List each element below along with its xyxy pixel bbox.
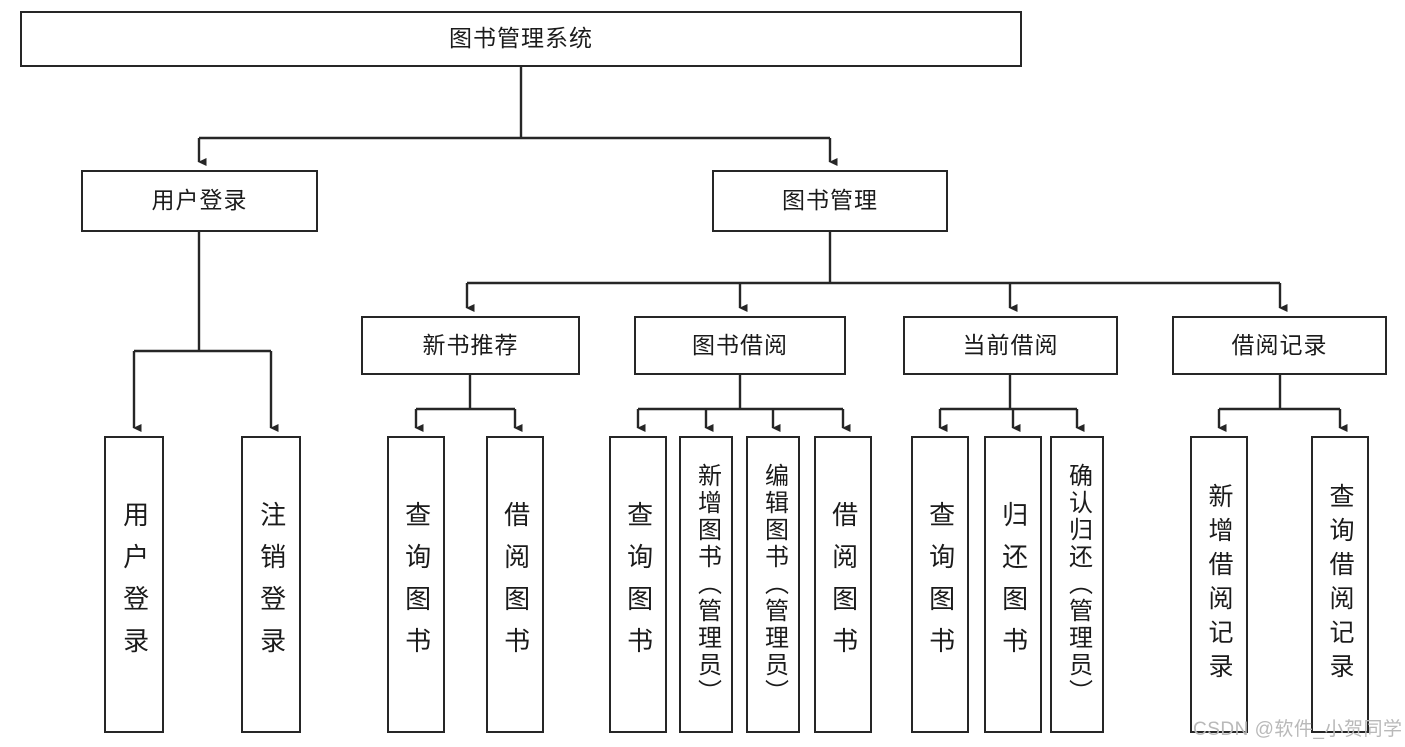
root-connectors xyxy=(197,67,838,166)
node-book-management[interactable]: 图书管理 xyxy=(712,170,948,232)
leaf-borrow-book[interactable]: 借阅图书 xyxy=(814,436,872,733)
leaf-logout-label: 注销登录 xyxy=(256,500,287,669)
node-current-borrow[interactable]: 当前借阅 xyxy=(903,316,1118,375)
node-user-login[interactable]: 用户登录 xyxy=(81,170,318,232)
leaf-return-book-label: 归还图书 xyxy=(998,500,1029,669)
leaf-query-borrow-record-label: 查询借阅记录 xyxy=(1326,482,1354,687)
node-book-borrow-label: 图书借阅 xyxy=(692,331,788,358)
user-login-connectors xyxy=(132,232,279,432)
leaf-query-book-recommend-label: 查询图书 xyxy=(401,500,432,669)
leaf-query-book-borrow-label: 查询图书 xyxy=(623,500,654,669)
leaf-edit-book-admin-label: 编辑图书（管理员） xyxy=(760,463,788,706)
current-borrow-connectors xyxy=(938,375,1085,432)
node-root-label: 图书管理系统 xyxy=(449,25,593,52)
leaf-borrow-book-recommend-label: 借阅图书 xyxy=(500,500,531,669)
leaf-user-login[interactable]: 用户登录 xyxy=(104,436,164,733)
node-user-login-label: 用户登录 xyxy=(151,187,248,214)
leaf-query-book-current[interactable]: 查询图书 xyxy=(911,436,969,733)
node-book-borrow[interactable]: 图书借阅 xyxy=(634,316,846,375)
leaf-query-borrow-record[interactable]: 查询借阅记录 xyxy=(1311,436,1369,733)
node-borrow-record-label: 借阅记录 xyxy=(1231,331,1328,358)
leaf-add-book-admin[interactable]: 新增图书（管理员） xyxy=(679,436,733,733)
leaf-query-book-borrow[interactable]: 查询图书 xyxy=(609,436,667,733)
leaf-logout[interactable]: 注销登录 xyxy=(241,436,301,733)
leaf-query-book-recommend[interactable]: 查询图书 xyxy=(387,436,445,733)
node-new-book-recommend-label: 新书推荐 xyxy=(422,331,519,358)
leaf-add-book-admin-label: 新增图书（管理员） xyxy=(693,463,721,706)
leaf-confirm-return-admin-label: 确认归还（管理员） xyxy=(1064,463,1092,706)
leaf-confirm-return-admin[interactable]: 确认归还（管理员） xyxy=(1050,436,1104,733)
leaf-borrow-book-label: 借阅图书 xyxy=(828,500,859,669)
leaf-query-book-current-label: 查询图书 xyxy=(925,500,956,669)
node-new-book-recommend[interactable]: 新书推荐 xyxy=(361,316,580,375)
book-borrow-connectors xyxy=(636,375,851,432)
node-book-management-label: 图书管理 xyxy=(782,187,878,214)
new-book-recommend-connectors xyxy=(414,375,523,432)
leaf-add-borrow-record-label: 新增借阅记录 xyxy=(1205,482,1233,687)
leaf-add-borrow-record[interactable]: 新增借阅记录 xyxy=(1190,436,1248,733)
node-borrow-record[interactable]: 借阅记录 xyxy=(1172,316,1387,375)
leaf-return-book[interactable]: 归还图书 xyxy=(984,436,1042,733)
node-root[interactable]: 图书管理系统 xyxy=(20,11,1022,67)
borrow-record-connectors xyxy=(1217,375,1348,432)
leaf-borrow-book-recommend[interactable]: 借阅图书 xyxy=(486,436,544,733)
leaf-user-login-label: 用户登录 xyxy=(119,500,150,669)
node-current-borrow-label: 当前借阅 xyxy=(962,331,1059,358)
leaf-edit-book-admin[interactable]: 编辑图书（管理员） xyxy=(746,436,800,733)
book-manage-connectors xyxy=(465,232,1288,312)
